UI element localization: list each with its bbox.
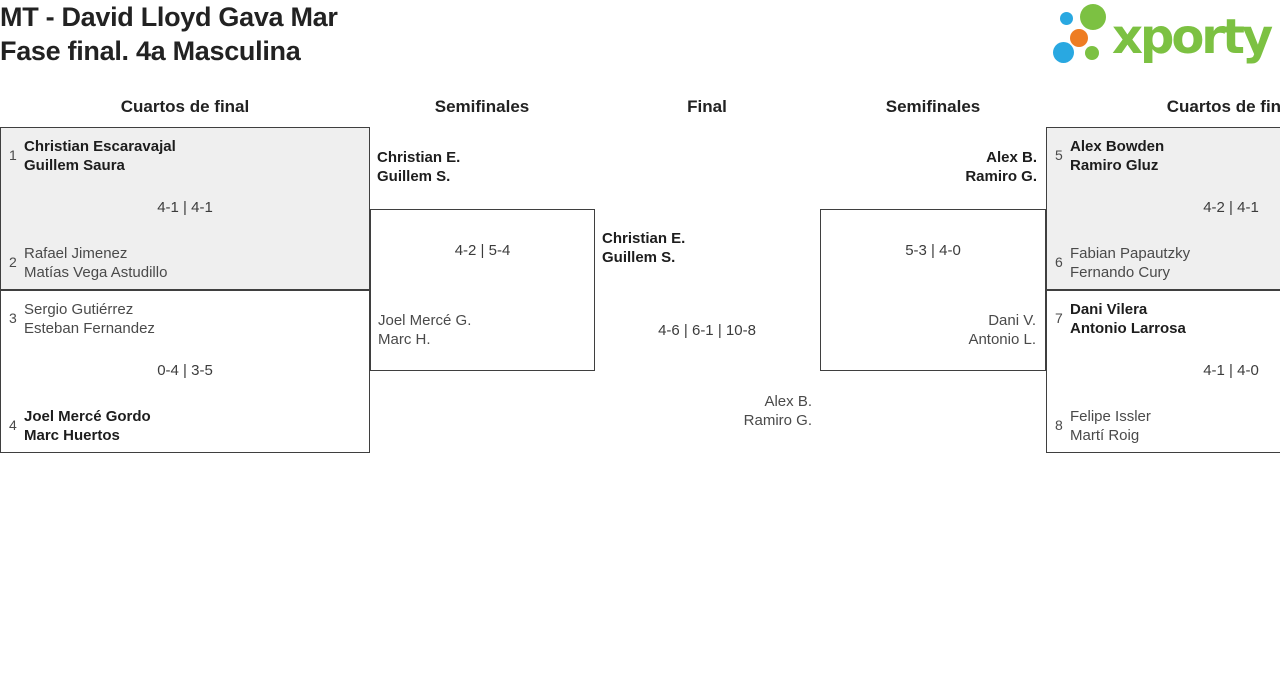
team-name-line: Antonio L. (968, 331, 1036, 348)
team-names-loser: Fabian Papautzky Fernando Cury (1070, 244, 1190, 282)
team-name-line: Rafael Jimenez (24, 245, 128, 262)
team-name-line: Christian Escaravajal (24, 138, 176, 155)
match-score: 4-2 | 5-4 (454, 242, 511, 259)
xporty-logo[interactable] (1050, 0, 1280, 70)
team-name-line: Guillem Saura (24, 157, 125, 174)
final-score: 4-6 | 6-1 | 10-8 (658, 322, 756, 339)
team-names-loser: Felipe Issler Martí Roig (1070, 407, 1151, 445)
page-title: MT - David Lloyd Gava Mar Fase final. 4a… (0, 0, 338, 68)
team-name-line: Ramiro G. (965, 168, 1037, 185)
logo-dot-green-small-icon (1085, 46, 1099, 60)
logo-dot-orange-icon (1070, 29, 1088, 47)
round-header-final: Final (687, 97, 727, 116)
phase-name: Fase final. 4a Masculina (0, 36, 301, 66)
seed-number: 8 (1055, 417, 1063, 433)
team-name-line: Marc H. (378, 331, 431, 348)
match-score: 4-1 | 4-0 (1203, 362, 1259, 379)
team-name-line: Martí Roig (1070, 427, 1140, 444)
team-name-line: Dani V. (988, 312, 1036, 329)
seed-number: 1 (9, 147, 17, 163)
match-qf1[interactable]: 1 Christian Escaravajal Guillem Saura 4-… (0, 127, 370, 290)
team-name-line: Felipe Issler (1070, 408, 1151, 425)
team-names-winner: Dani Vilera Antonio Larrosa (1070, 300, 1186, 338)
team-name-line: Joel Mercé G. (378, 312, 472, 329)
seed-number: 6 (1055, 254, 1063, 270)
team-names-loser: Sergio Gutiérrez Esteban Fernandez (24, 300, 155, 338)
team-name-line: Ramiro Gluz (1070, 157, 1159, 174)
team-name-line: Alex Bowden (1070, 138, 1165, 155)
logo-dot-blue-large-icon (1053, 42, 1074, 63)
match-sf2[interactable]: 5-3 | 4-0 Dani V. Antonio L. (820, 209, 1046, 371)
team-names-loser: Rafael Jimenez Matías Vega Astudillo (24, 244, 167, 282)
final-loser-names: Alex B. Ramiro G. (594, 392, 812, 430)
sf1-winner-names: Christian E. Guillem S. (377, 148, 460, 186)
logo-wordmark: xporty (1112, 9, 1273, 65)
final-winner-names: Christian E. Guillem S. (602, 229, 685, 267)
team-names-winner: Alex Bowden Ramiro Gluz (1070, 137, 1164, 175)
seed-number: 2 (9, 254, 17, 270)
match-score: 0-4 | 3-5 (157, 362, 213, 379)
team-name-line: Esteban Fernandez (24, 320, 155, 337)
seed-number: 4 (9, 417, 17, 433)
team-name-line: Christian E. (602, 230, 686, 247)
team-names-winner: Christian Escaravajal Guillem Saura (24, 137, 176, 175)
team-name-line: Fernando Cury (1070, 264, 1171, 281)
match-sf1[interactable]: 4-2 | 5-4 Joel Mercé G. Marc H. (370, 209, 595, 371)
match-score: 4-1 | 4-1 (157, 199, 213, 216)
round-header-semifinales-left: Semifinales (434, 97, 530, 116)
sf2-winner-names: Alex B. Ramiro G. (820, 148, 1037, 186)
round-header-semifinales-right: Semifinales (885, 97, 981, 116)
team-name-line: Christian E. (377, 149, 461, 166)
logo-dot-green-large-icon (1080, 4, 1106, 30)
seed-number: 3 (9, 310, 17, 326)
tournament-name: MT - David Lloyd Gava Mar (0, 2, 338, 32)
team-name-line: Alex B. (986, 149, 1037, 166)
team-name-line: Ramiro G. (743, 412, 812, 429)
team-name-line: Matías Vega Astudillo (24, 264, 168, 281)
seed-number: 7 (1055, 310, 1063, 326)
team-name-line: Sergio Gutiérrez (24, 301, 134, 318)
match-qf2[interactable]: 3 Sergio Gutiérrez Esteban Fernandez 0-4… (0, 290, 370, 453)
team-names-loser: Dani V. Antonio L. (968, 311, 1036, 349)
team-name-line: Guillem S. (377, 168, 451, 185)
team-names-winner: Joel Mercé Gordo Marc Huertos (24, 407, 151, 445)
team-name-line: Joel Mercé Gordo (24, 408, 151, 425)
match-score: 4-2 | 4-1 (1203, 199, 1259, 216)
team-name-line: Guillem S. (602, 249, 676, 266)
team-name-line: Dani Vilera (1070, 301, 1148, 318)
team-name-line: Alex B. (764, 393, 812, 410)
seed-number: 5 (1055, 147, 1063, 163)
match-score: 5-3 | 4-0 (905, 242, 961, 259)
round-header-cuartos-right: Cuartos de final (1166, 97, 1280, 116)
team-name-line: Antonio Larrosa (1070, 320, 1186, 337)
team-names-loser: Joel Mercé G. Marc H. (378, 311, 471, 349)
match-qf4[interactable]: 7 Dani Vilera Antonio Larrosa 4-1 | 4-0 … (1046, 290, 1280, 453)
team-name-line: Fabian Papautzky (1070, 245, 1191, 262)
logo-dot-blue-small-icon (1060, 12, 1073, 25)
team-name-line: Marc Huertos (24, 427, 120, 444)
match-qf3[interactable]: 5 Alex Bowden Ramiro Gluz 4-2 | 4-1 6 Fa… (1046, 127, 1280, 290)
round-header-cuartos-left: Cuartos de final (120, 97, 250, 116)
